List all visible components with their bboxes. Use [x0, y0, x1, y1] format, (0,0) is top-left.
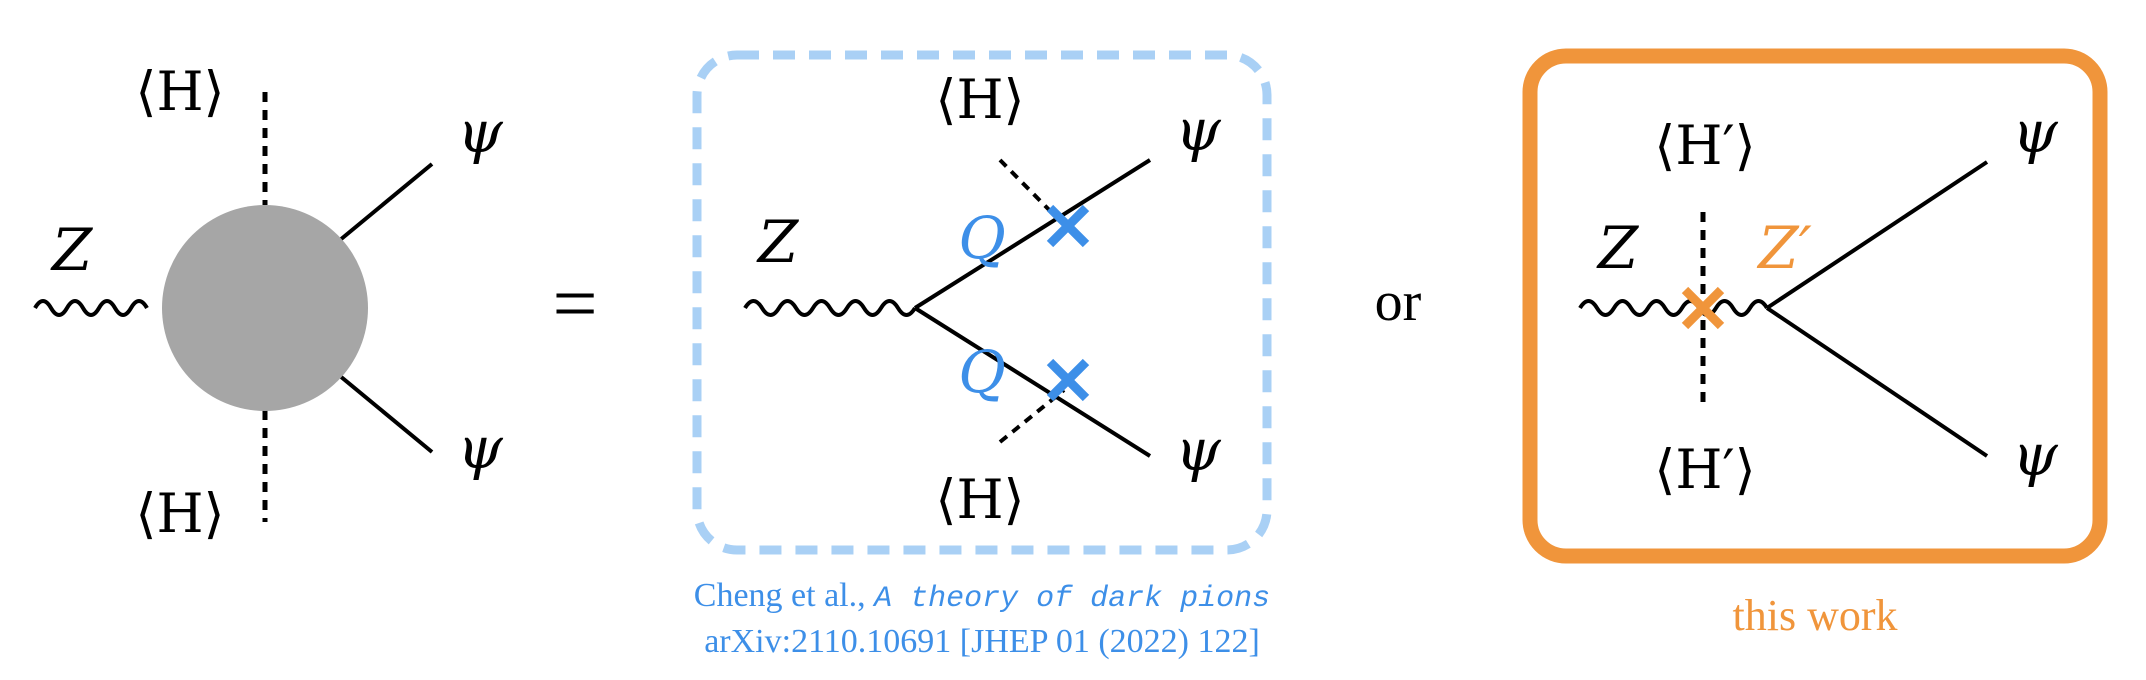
left-z-wavy-line	[33, 299, 149, 317]
right-fermion-line-bottom	[1765, 306, 1989, 458]
middle-citation-line-1: Cheng et al., A theory of dark pions	[694, 577, 1270, 616]
left-fermion-line-top	[338, 162, 434, 242]
middle-citation-line-2: arXiv:2110.10691 [JHEP 01 (2022) 122]	[704, 623, 1260, 660]
right-fermion-line-top	[1765, 160, 1989, 310]
left-psi-top-label: ψ	[457, 98, 503, 166]
right-z-prime-label: Z′	[1756, 214, 1811, 282]
left-diagram: ⟨H⟩ ⟨H⟩ Z ψ ψ	[33, 60, 503, 545]
left-effective-vertex-blob	[162, 205, 368, 411]
right-psi-bottom-label: ψ	[2012, 421, 2058, 489]
citation-authors: Cheng et al.,	[694, 577, 874, 614]
middle-fermion-line-top	[913, 158, 1152, 310]
middle-diagram: ⟨H⟩ ⟨H⟩ Z Q Q ψ ψ Cheng et al., A theory…	[692, 50, 1272, 660]
middle-vev-top-label: ⟨H⟩	[935, 68, 1024, 131]
right-vev-top-label: ⟨H′⟩	[1654, 114, 1756, 177]
left-vev-top-label: ⟨H⟩	[135, 60, 224, 123]
middle-z-wavy-line	[743, 299, 917, 317]
left-fermion-line-bottom	[338, 374, 434, 454]
or-separator: or	[1375, 271, 1422, 333]
left-psi-bottom-label: ψ	[457, 414, 503, 482]
citation-paper-title: A theory of dark pions	[872, 582, 1270, 616]
left-vev-bottom-label: ⟨H⟩	[135, 482, 224, 545]
middle-mass-insertion-bottom-icon	[1046, 358, 1090, 402]
right-psi-top-label: ψ	[2012, 98, 2058, 166]
left-z-label: Z	[50, 216, 94, 284]
middle-q-bottom-label: Q	[958, 338, 1006, 406]
right-vev-bottom-label: ⟨H′⟩	[1654, 438, 1756, 501]
middle-z-label: Z	[756, 208, 800, 276]
middle-dashed-frame	[692, 50, 1272, 555]
middle-vev-bottom-label: ⟨H⟩	[935, 468, 1024, 531]
right-z-label: Z	[1596, 214, 1640, 282]
middle-psi-bottom-label: ψ	[1175, 416, 1221, 484]
right-diagram: ⟨H′⟩ ⟨H′⟩ Z Z′ ψ ψ this work	[1522, 48, 2108, 640]
right-mixing-insertion-icon	[1681, 286, 1725, 330]
middle-fermion-line-bottom	[913, 306, 1152, 458]
right-caption-this-work: this work	[1733, 591, 1898, 640]
equals-sign: =	[552, 260, 597, 348]
middle-mass-insertion-top-icon	[1046, 204, 1090, 248]
right-solid-frame	[1522, 48, 2108, 564]
middle-psi-top-label: ψ	[1175, 96, 1221, 164]
right-z-wavy-line	[1578, 299, 1769, 317]
middle-q-top-label: Q	[958, 204, 1006, 272]
